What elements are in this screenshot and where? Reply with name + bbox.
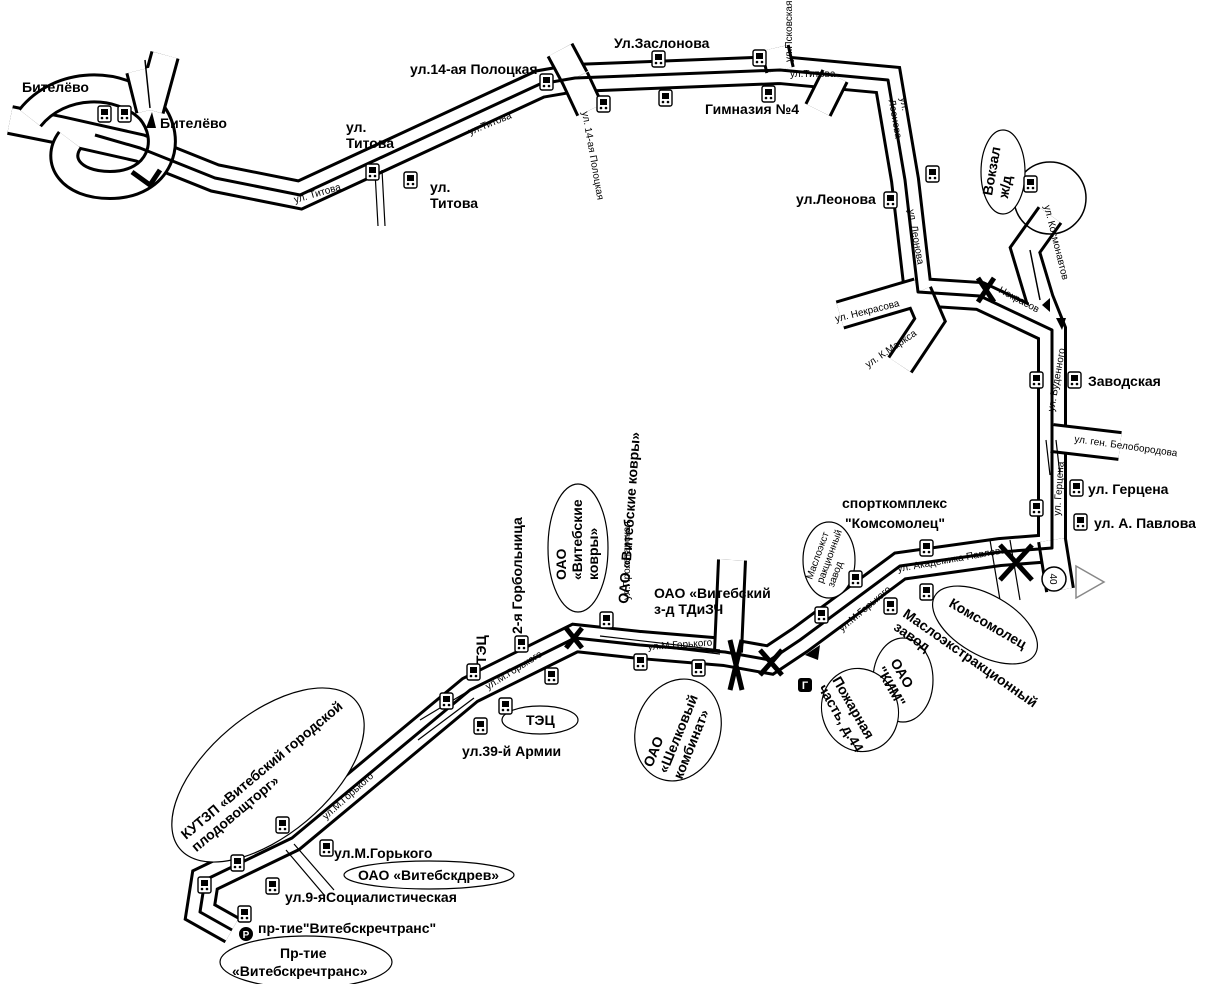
- arrow-icon: [805, 645, 820, 660]
- place-label: ул. А. Павлова: [1094, 515, 1196, 531]
- place-label: ул.Титова: [430, 179, 478, 211]
- bus-stop-icon: [1067, 371, 1082, 389]
- street-label: ул.Пролетарская: [622, 521, 633, 600]
- place-label: 2-я Горбольница: [509, 517, 525, 634]
- bus-stop-icon: [197, 876, 212, 894]
- place-label: ул.Титова: [346, 119, 394, 151]
- bus-stop-icon: [117, 105, 132, 123]
- bus-stop-icon: [1029, 371, 1044, 389]
- bus-stop-icon: [544, 667, 559, 685]
- bus-stop-icon: [439, 692, 454, 710]
- crossing-marks: [130, 168, 1034, 691]
- fire-station-icon: Г: [798, 678, 812, 692]
- bus-stop-icon: [633, 653, 648, 671]
- ellipses: [171, 129, 1039, 984]
- place-label: ОАО «Витебские ковры»: [615, 431, 643, 604]
- street-label: ул.М.Горького: [647, 637, 713, 653]
- street-label: ул.Псковская: [784, 1, 795, 62]
- place-label: "Комсомолец": [845, 515, 945, 531]
- svg-text:P: P: [243, 930, 250, 941]
- bus-stop-icon: [1073, 513, 1088, 531]
- arrow-icon: [1042, 298, 1050, 312]
- bus-stop-icon: [596, 95, 611, 113]
- bus-stop-icon: [237, 905, 252, 923]
- direction-triangle-icon: [1075, 564, 1106, 600]
- arrow-icon: [146, 112, 156, 128]
- bus-stop-icon: [1029, 499, 1044, 517]
- place-label: «Витебскречтранс»: [232, 963, 368, 979]
- bus-stop-icon: [651, 50, 666, 68]
- main-road: [7, 42, 1122, 944]
- bus-stop-icon: [883, 191, 898, 209]
- bus-stop-icon: [275, 816, 290, 834]
- bus-stop-icon: [658, 89, 673, 107]
- bus-stop-icon: [919, 583, 934, 601]
- bus-stop-icon: [473, 717, 488, 735]
- bus-stop-icon: [752, 49, 767, 67]
- bus-stop-icon: [403, 171, 418, 189]
- bus-stop-icon: [498, 697, 513, 715]
- place-label: ул.14-ая Полоцкая: [410, 61, 538, 77]
- street-label: ул. 14-ая Полоцкая: [579, 111, 605, 201]
- bus-stop-icon: [1023, 175, 1038, 193]
- bus-stop-icon: [848, 570, 863, 588]
- place-label: Заводская: [1088, 373, 1161, 389]
- bus-stop-icon: [691, 659, 706, 677]
- place-label: ул.9-яСоциалистическая: [285, 889, 457, 905]
- bus-stop-icon: [365, 163, 380, 181]
- street-label: ул. Герцена: [1052, 461, 1067, 516]
- bus-stop-icon: [466, 663, 481, 681]
- place-label: пр-тие"Витебскречтранс": [258, 920, 436, 936]
- place-label: ул.Леонова: [796, 191, 876, 207]
- bus-stop-icon: [514, 635, 529, 653]
- place-label: Пр-тие: [280, 945, 327, 961]
- road-40-sign: [1041, 566, 1067, 592]
- place-label: ОАО «Витебскдрев»: [358, 867, 499, 883]
- place-label: ОАО«Витебскиековры»: [553, 499, 601, 580]
- bus-stop-icon: [97, 105, 112, 123]
- bus-stop-icon: [265, 877, 280, 895]
- place-label: спорткомплекс: [842, 495, 947, 511]
- road-40-label: 40: [1047, 573, 1058, 585]
- parking-icon: P: [239, 927, 253, 941]
- place-label: Ул.Заслонова: [614, 35, 710, 51]
- place-label: ТЭЦ: [526, 712, 556, 728]
- place-label: ул. Герцена: [1088, 481, 1169, 497]
- bus-stop-icon: [925, 165, 940, 183]
- bus-stop-icon: [883, 597, 898, 615]
- arrow-icon: [1056, 318, 1066, 330]
- bus-stop-icon: [539, 73, 554, 91]
- bus-stops: [97, 49, 1088, 923]
- place-label: Бителёво: [160, 115, 227, 131]
- bus-stop-icon: [319, 839, 334, 857]
- place-label: ул.39-й Армии: [462, 743, 561, 759]
- place-label: ТЭЦ: [473, 634, 489, 664]
- place-label: Гимназия №4: [705, 101, 799, 117]
- bus-stop-icon: [919, 539, 934, 557]
- place-label: ул.М.Горького: [334, 845, 432, 861]
- bus-stop-icon: [599, 611, 614, 629]
- bus-stop-icon: [761, 85, 776, 103]
- svg-text:Г: Г: [802, 680, 809, 692]
- bus-stop-icon: [230, 854, 245, 872]
- bus-stop-icon: [814, 606, 829, 624]
- street-label: ул.Титова: [790, 69, 836, 80]
- bus-stop-icon: [1069, 479, 1084, 497]
- place-label: Бителёво: [22, 79, 89, 95]
